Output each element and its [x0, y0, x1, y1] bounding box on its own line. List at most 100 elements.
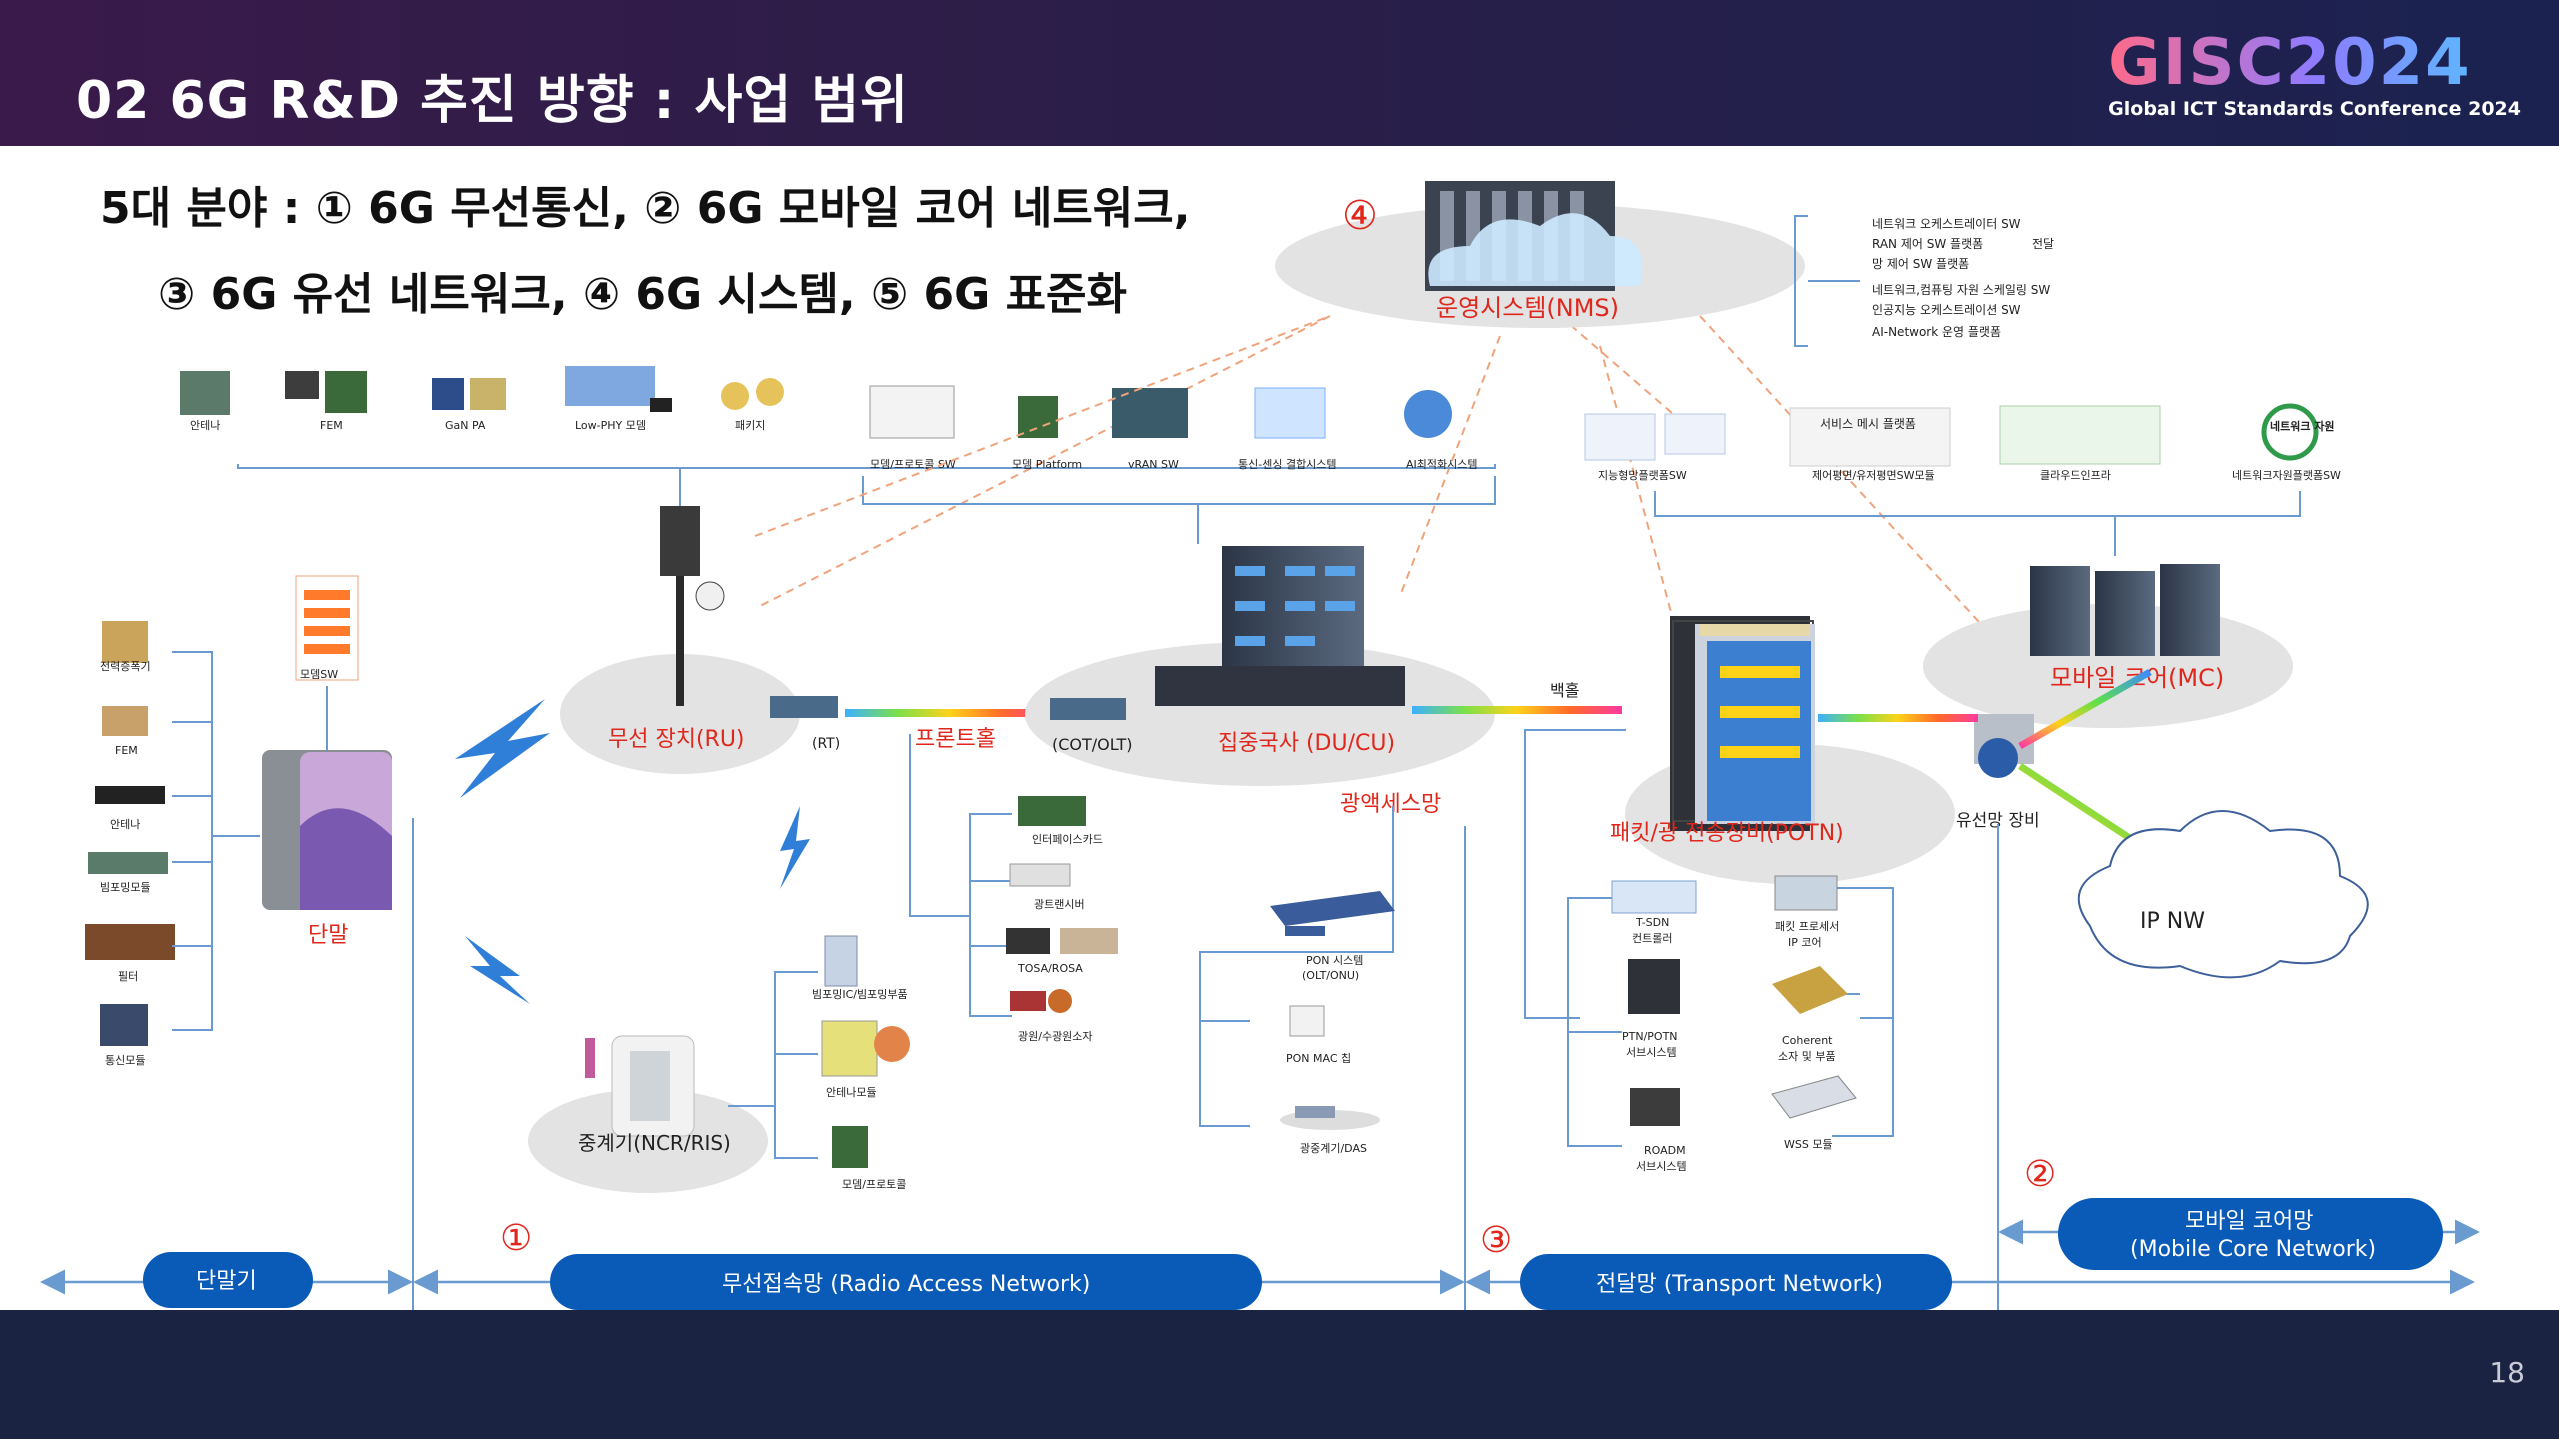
potn-item-4-line-1: ROADM	[1644, 1144, 1686, 1157]
nms-list-item-0: 네트워크 오케스트레이터 SW	[1872, 217, 2021, 231]
potn-item-2-line-2: 서브시스템	[1626, 1046, 1677, 1059]
cot-label: (COT/OLT)	[1052, 735, 1133, 754]
ip-network-label: IP NW	[2140, 909, 2205, 934]
wired-router: 유선망 장비	[1818, 668, 2162, 861]
access-item-0-line-1: PON 시스템	[1306, 954, 1363, 967]
nms-functions-list: 네트워크 오케스트레이터 SW RAN 제어 SW 플랫폼 전달 망 제어 SW…	[1794, 215, 2054, 347]
top-mid-item-2: vRAN SW	[1128, 458, 1179, 471]
top-right-item-2: 클라우드인프라	[2040, 469, 2111, 482]
terminal-item-4: 필터	[118, 970, 138, 983]
ru-node: 무선 장치(RU) (RT)	[560, 506, 840, 774]
potn-item-0-line-2: 컨트롤러	[1632, 932, 1672, 945]
ducu-label: 집중국사 (DU/CU)	[1218, 731, 1395, 756]
top-left-components: 안테나 FEM GaN PA Low-PHY 모뎀 패키지	[180, 366, 1496, 469]
wired-equipment-label: 유선망 장비	[1956, 811, 2040, 831]
top-left-item-3: Low-PHY 모뎀	[575, 419, 646, 432]
nms-list-item-2: 망 제어 SW 플랫폼	[1872, 257, 1969, 271]
nms-list-item-3: 네트워크,컴퓨팅 자원 스케일링 SW	[1872, 283, 2050, 297]
brand-logo-text: GISC2024	[2108, 30, 2521, 96]
backhaul-label: 백홀	[1550, 681, 1579, 700]
access-item-1: PON MAC 칩	[1286, 1052, 1351, 1065]
top-middle-components: 모뎀/프로토콜 SW 모뎀 Platform vRAN SW 통신-센싱 결합시…	[862, 385, 1496, 544]
top-right-item-3: 네트워크자원플랫폼SW	[2232, 469, 2341, 482]
mobile-core-node: 모바일 코어(MC)	[1923, 564, 2293, 728]
footer-bar	[0, 1310, 2559, 1439]
terminal-item-1: FEM	[115, 744, 138, 757]
brand-subtitle: Global ICT Standards Conference 2024	[2108, 98, 2521, 120]
terminal-item-3: 빔포밍모듈	[100, 881, 151, 894]
top-right-item-0: 지능형망플랫폼SW	[1598, 469, 1687, 482]
fronthaul-item-1: 광트랜시버	[1034, 898, 1085, 911]
repeater-item-2: 모뎀/프로토콜	[842, 1178, 906, 1191]
top-mid-item-1: 모뎀 Platform	[1012, 458, 1082, 471]
potn-item-4-line-2: 서브시스템	[1636, 1160, 1687, 1173]
potn-label: 패킷/광 전송장비(POTN)	[1610, 821, 1844, 846]
nms-list-item-1: RAN 제어 SW 플랫폼	[1872, 237, 1983, 251]
top-mid-item-4: AI최적화시스템	[1406, 458, 1478, 471]
potn-components: T-SDN 컨트롤러 패킷 프로세서 IP 코어 PTN/POTN 서브시스템 …	[1524, 729, 1894, 1173]
fronthaul-link	[845, 709, 1055, 717]
mcn-marker: ②	[2024, 1154, 2056, 1195]
terminal-segment-label: 단말기	[196, 1269, 257, 1294]
repeater-node: 중계기(NCR/RIS)	[528, 1035, 768, 1193]
repeater-label: 중계기(NCR/RIS)	[578, 1131, 731, 1155]
top-left-item-2: GaN PA	[445, 419, 486, 432]
fronthaul-item-3: 광원/수광원소자	[1018, 1030, 1093, 1043]
fronthaul-components: 인터페이스카드 광트랜시버 TOSA/ROSA 광원/수광원소자	[909, 734, 1118, 1043]
modem-sw-label: 모뎀SW	[300, 668, 338, 681]
segment-pills: 단말기 ① 무선접속망 (Radio Access Network) ③ 전달망…	[143, 1154, 2443, 1310]
backhaul-link	[1412, 706, 1622, 714]
ducu-node: (COT/OLT) 집중국사 (DU/CU)	[1025, 546, 1495, 786]
top-right-item-1: 제어평면/유저평면SW모듈	[1812, 469, 1935, 482]
access-components: PON 시스템 (OLT/ONU) PON MAC 칩 광중계기/DAS	[1199, 806, 1395, 1155]
top-left-item-4: 패키지	[735, 419, 765, 432]
terminal-node: 모뎀SW 단말	[262, 575, 392, 948]
header-bar: 02 6G R&D 추진 방향 : 사업 범위 GISC2024 Global …	[0, 0, 2559, 146]
potn-node: 패킷/광 전송장비(POTN)	[1610, 616, 1955, 884]
terminal-item-0: 전력증폭기	[100, 660, 151, 673]
terminal-label: 단말	[308, 923, 348, 948]
fronthaul-item-2: TOSA/ROSA	[1017, 962, 1083, 975]
top-mid-item-0: 모뎀/프로토콜 SW	[870, 458, 956, 471]
tn-segment-label: 전달망 (Transport Network)	[1596, 1272, 1883, 1297]
fronthaul-item-0: 인터페이스카드	[1032, 833, 1103, 846]
top-right-components: 서비스 메시 플랫폼 네트워크 자원 지능형망플랫폼SW 제어평면/유저평면SW…	[1584, 403, 2341, 556]
repeater-components: 빔포밍IC/빔포밍부품 안테나모듈 모뎀/프로토콜	[728, 935, 910, 1191]
access-item-2: 광중계기/DAS	[1300, 1142, 1367, 1155]
mcn-segment-label-2: (Mobile Core Network)	[2130, 1237, 2376, 1262]
top-mid-item-3: 통신-센싱 결합시스템	[1238, 458, 1337, 471]
fronthaul-label: 프론트홀	[915, 727, 996, 752]
top-left-item-1: FEM	[320, 419, 343, 432]
terminal-item-2: 안테나	[110, 818, 140, 831]
page-title: 02 6G R&D 추진 방향 : 사업 범위	[76, 71, 910, 131]
scope-line-1: 5대 분야 : ① 6G 무선통신, ② 6G 모바일 코어 네트워크,	[100, 183, 1191, 234]
nms-list-item-4: 인공지능 오케스트레이션 SW	[1872, 303, 2021, 317]
terminal-components: 전력증폭기 FEM 안테나 빔포밍모듈 필터 통신모듈	[85, 621, 260, 1067]
potn-item-0-line-1: T-SDN	[1635, 916, 1669, 929]
rt-label: (RT)	[812, 736, 840, 752]
top-right-caption: 서비스 메시 플랫폼	[1820, 417, 1916, 431]
ip-network-cloud: IP NW	[2077, 810, 2369, 979]
metro-access-label: 광액세스망	[1340, 792, 1441, 817]
nms-marker: ④	[1342, 193, 1378, 239]
tn-marker: ③	[1480, 1220, 1512, 1261]
potn-item-2-line-1: PTN/POTN	[1622, 1030, 1678, 1043]
repeater-item-0: 빔포밍IC/빔포밍부품	[812, 988, 908, 1001]
access-item-0-line-2: (OLT/ONU)	[1302, 969, 1359, 982]
potn-item-1-line-2: IP 코어	[1788, 936, 1822, 949]
nms-label: 운영시스템(NMS)	[1436, 294, 1619, 322]
potn-item-5: WSS 모듈	[1784, 1138, 1833, 1151]
potn-item-3-line-1: Coherent	[1782, 1034, 1833, 1047]
network-resource-badge: 네트워크 자원	[2270, 419, 2335, 433]
nms-list-item-5: AI-Network 운영 플랫폼	[1872, 325, 2001, 339]
mcn-segment-label-1: 모바일 코어망	[2185, 1209, 2313, 1234]
ran-marker: ①	[500, 1218, 532, 1259]
network-diagram: ④ 운영시스템(NMS) 네트워크 오케스트레이터 SW RAN 제어 SW 플…	[40, 181, 2480, 1310]
nms-list-tag: 전달	[2032, 237, 2054, 251]
management-links	[759, 315, 2011, 657]
repeater-item-1: 안테나모듈	[826, 1086, 877, 1099]
terminal-item-5: 통신모듈	[105, 1054, 145, 1067]
ru-label: 무선 장치(RU)	[608, 727, 745, 752]
top-left-item-0: 안테나	[190, 419, 220, 432]
ran-segment-label: 무선접속망 (Radio Access Network)	[722, 1272, 1090, 1297]
